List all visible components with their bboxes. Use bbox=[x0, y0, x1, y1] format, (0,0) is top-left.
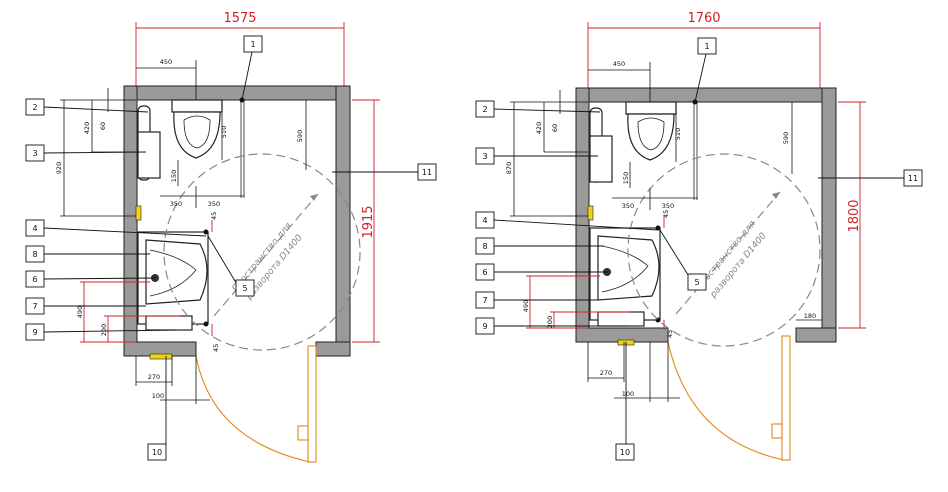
tag-2: 2 bbox=[32, 103, 37, 112]
dim-seg-b: 350 bbox=[208, 200, 220, 208]
tag-4: 4 bbox=[32, 224, 37, 233]
wall-right-2 bbox=[821, 87, 837, 343]
dim-grab-gap-2: 420 bbox=[535, 122, 543, 134]
tag-8-b: 8 bbox=[482, 242, 487, 251]
dim-sink-h-2: 490 bbox=[522, 300, 530, 312]
dim-toilet-offset-2: 450 bbox=[613, 60, 625, 68]
overall-height-label: 1915 bbox=[361, 205, 376, 238]
threshold-marker bbox=[149, 353, 173, 360]
dim-seg-b-2: 350 bbox=[662, 202, 674, 210]
tag-7-b: 7 bbox=[482, 296, 487, 305]
tag-4-b: 4 bbox=[482, 216, 487, 225]
toilet bbox=[171, 99, 223, 159]
plan-left: 1575 bbox=[25, 11, 437, 463]
tag-9-b: 9 bbox=[482, 322, 487, 331]
dim-grab-depth: 60 bbox=[99, 122, 107, 130]
tag-1-b: 1 bbox=[704, 42, 709, 51]
tag-3: 3 bbox=[32, 149, 37, 158]
wall-switch-2 bbox=[587, 205, 594, 221]
overall-width-label: 1575 bbox=[223, 11, 256, 26]
tag-2-b: 2 bbox=[482, 105, 487, 114]
wall-left-2 bbox=[575, 87, 590, 343]
tag-11-b: 11 bbox=[908, 174, 918, 183]
dim-sink-bottom: 200 bbox=[100, 324, 108, 336]
dim-sink-off2: 45 bbox=[212, 344, 220, 352]
dim-seat-2: 150 bbox=[622, 172, 630, 184]
dim-rail-height: 920 bbox=[55, 162, 63, 174]
dim-seg-a-2: 350 bbox=[622, 202, 634, 210]
tag-10: 10 bbox=[152, 448, 162, 457]
tag-10-b: 10 bbox=[620, 448, 630, 457]
wall-bottom-right bbox=[315, 341, 351, 357]
wall-right bbox=[335, 85, 351, 357]
dim-grab-gap: 420 bbox=[83, 122, 91, 134]
dim-grab-depth-2: 60 bbox=[551, 124, 559, 132]
dim-sink-off2-2: 45 bbox=[666, 330, 674, 338]
dim-rail-height-2: 870 bbox=[505, 162, 513, 174]
cistern-box bbox=[137, 131, 161, 179]
tag-6-b: 6 bbox=[482, 268, 487, 277]
turning-circle bbox=[163, 153, 361, 351]
tag-9: 9 bbox=[32, 328, 37, 337]
dim-toilet-depth: 510 bbox=[220, 126, 228, 138]
dim-door-right: 100 bbox=[152, 392, 164, 400]
overall-width-label-2: 1760 bbox=[687, 11, 720, 26]
wall-left bbox=[123, 85, 138, 357]
dim-sink-off: 45 bbox=[210, 212, 218, 220]
tag-11: 11 bbox=[422, 168, 432, 177]
dim-toilet-offset: 450 bbox=[160, 58, 172, 66]
wall-top bbox=[123, 85, 351, 101]
sink-2 bbox=[589, 225, 661, 327]
dim-toilet-depth-2: 510 bbox=[674, 128, 682, 140]
tag-5: 5 bbox=[242, 284, 247, 293]
door-2 bbox=[667, 335, 791, 461]
dim-sink-off-2: 45 bbox=[662, 210, 670, 218]
wall-top-2 bbox=[575, 87, 837, 103]
toilet-2 bbox=[625, 101, 677, 161]
cistern-box-2 bbox=[589, 135, 613, 183]
dim-seg-a: 350 bbox=[170, 200, 182, 208]
tag-3-b: 3 bbox=[482, 152, 487, 161]
sink bbox=[137, 229, 209, 331]
wall-switch bbox=[135, 205, 142, 221]
dim-sink-h: 490 bbox=[76, 306, 84, 318]
dim-sink-bottom-2: 200 bbox=[546, 316, 554, 328]
tag-5-b: 5 bbox=[694, 278, 699, 287]
wall-bottom-right-2 bbox=[795, 327, 837, 343]
dim-wall-stub: 180 bbox=[804, 312, 816, 320]
tag-1: 1 bbox=[250, 40, 255, 49]
dim-door-left: 270 bbox=[148, 373, 160, 381]
dim-door-clear-2: 590 bbox=[782, 132, 790, 144]
dim-seat: 150 bbox=[170, 170, 178, 182]
plan-right: 1760 Пространство для р bbox=[475, 11, 923, 461]
dim-door-clear: 590 bbox=[296, 130, 304, 142]
door bbox=[195, 345, 317, 463]
dim-door-left-2: 270 bbox=[600, 369, 612, 377]
tag-7: 7 bbox=[32, 302, 37, 311]
dim-door-right-2: 100 bbox=[622, 390, 634, 398]
turning-circle-2 bbox=[627, 153, 821, 347]
overall-height-label-2: 1800 bbox=[847, 199, 862, 232]
tag-8: 8 bbox=[32, 250, 37, 259]
tag-6: 6 bbox=[32, 275, 37, 284]
